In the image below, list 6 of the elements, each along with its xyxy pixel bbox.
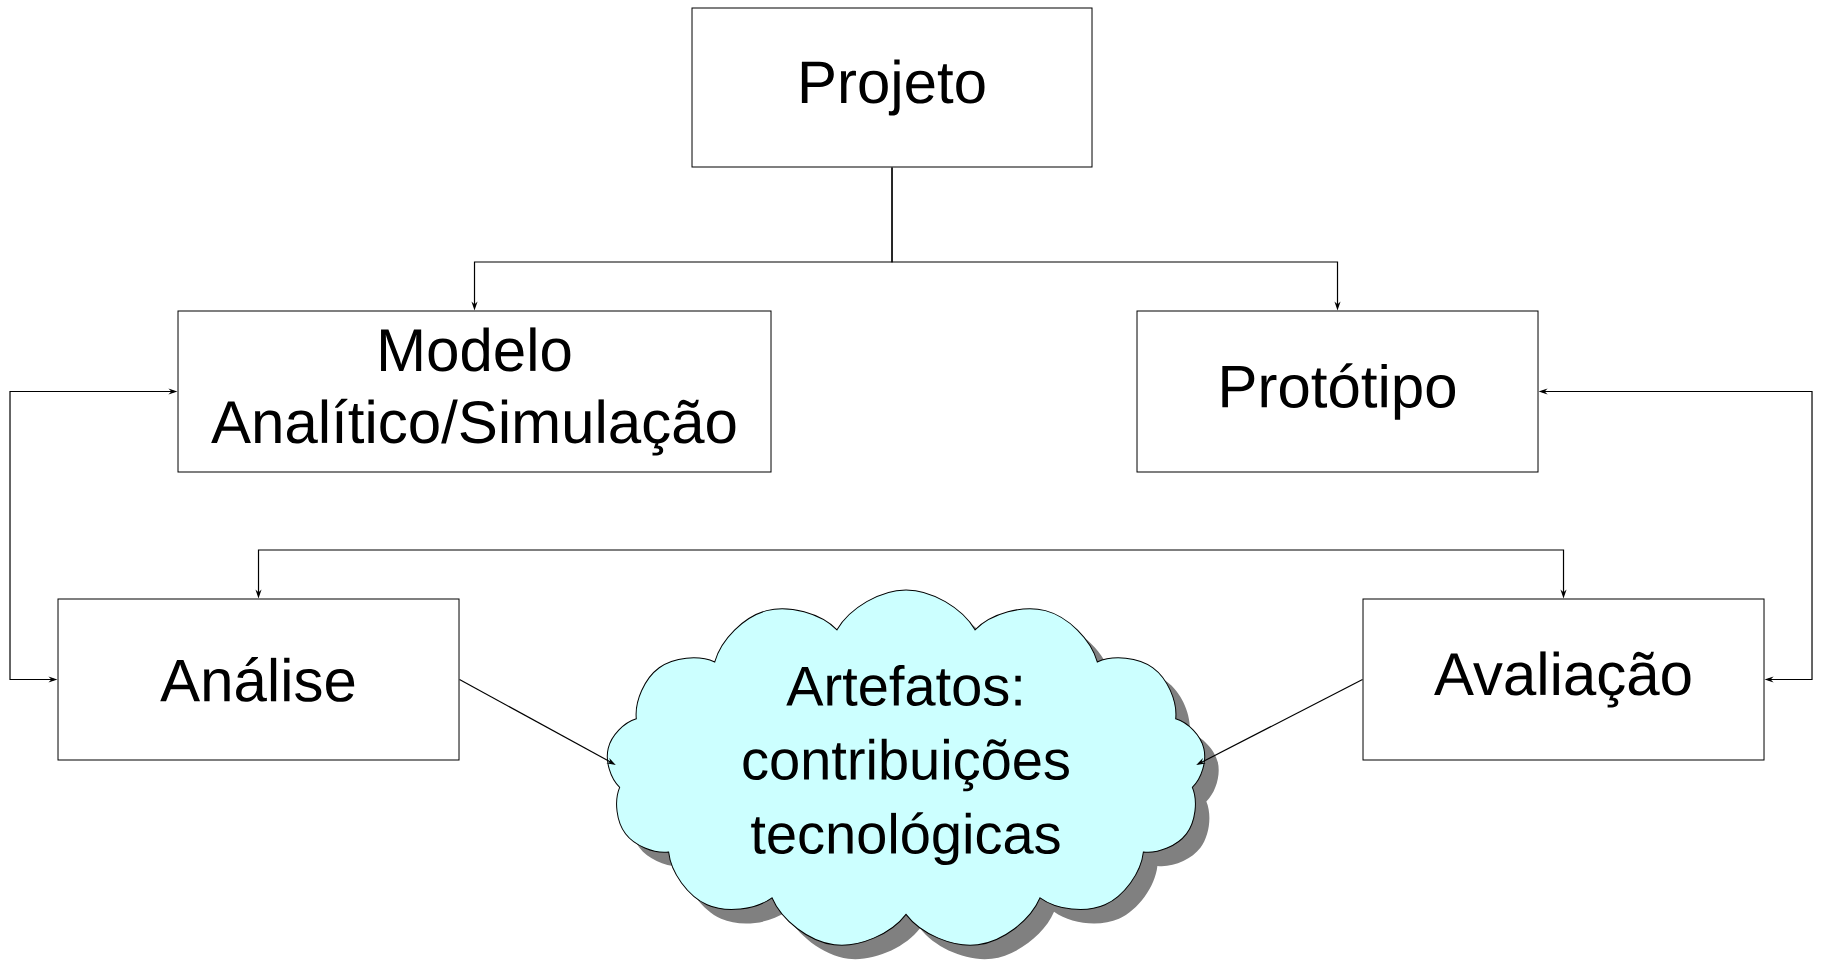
process-box: Análise bbox=[57, 598, 460, 761]
process-box: Modelo Analítico/Simulação bbox=[177, 310, 772, 473]
process-box: Avaliação bbox=[1362, 598, 1765, 761]
process-box: Protótipo bbox=[1136, 310, 1539, 473]
cloud: Artefatos: contribuições tecnológicas bbox=[606, 589, 1219, 960]
process-box: Projeto bbox=[691, 7, 1093, 168]
